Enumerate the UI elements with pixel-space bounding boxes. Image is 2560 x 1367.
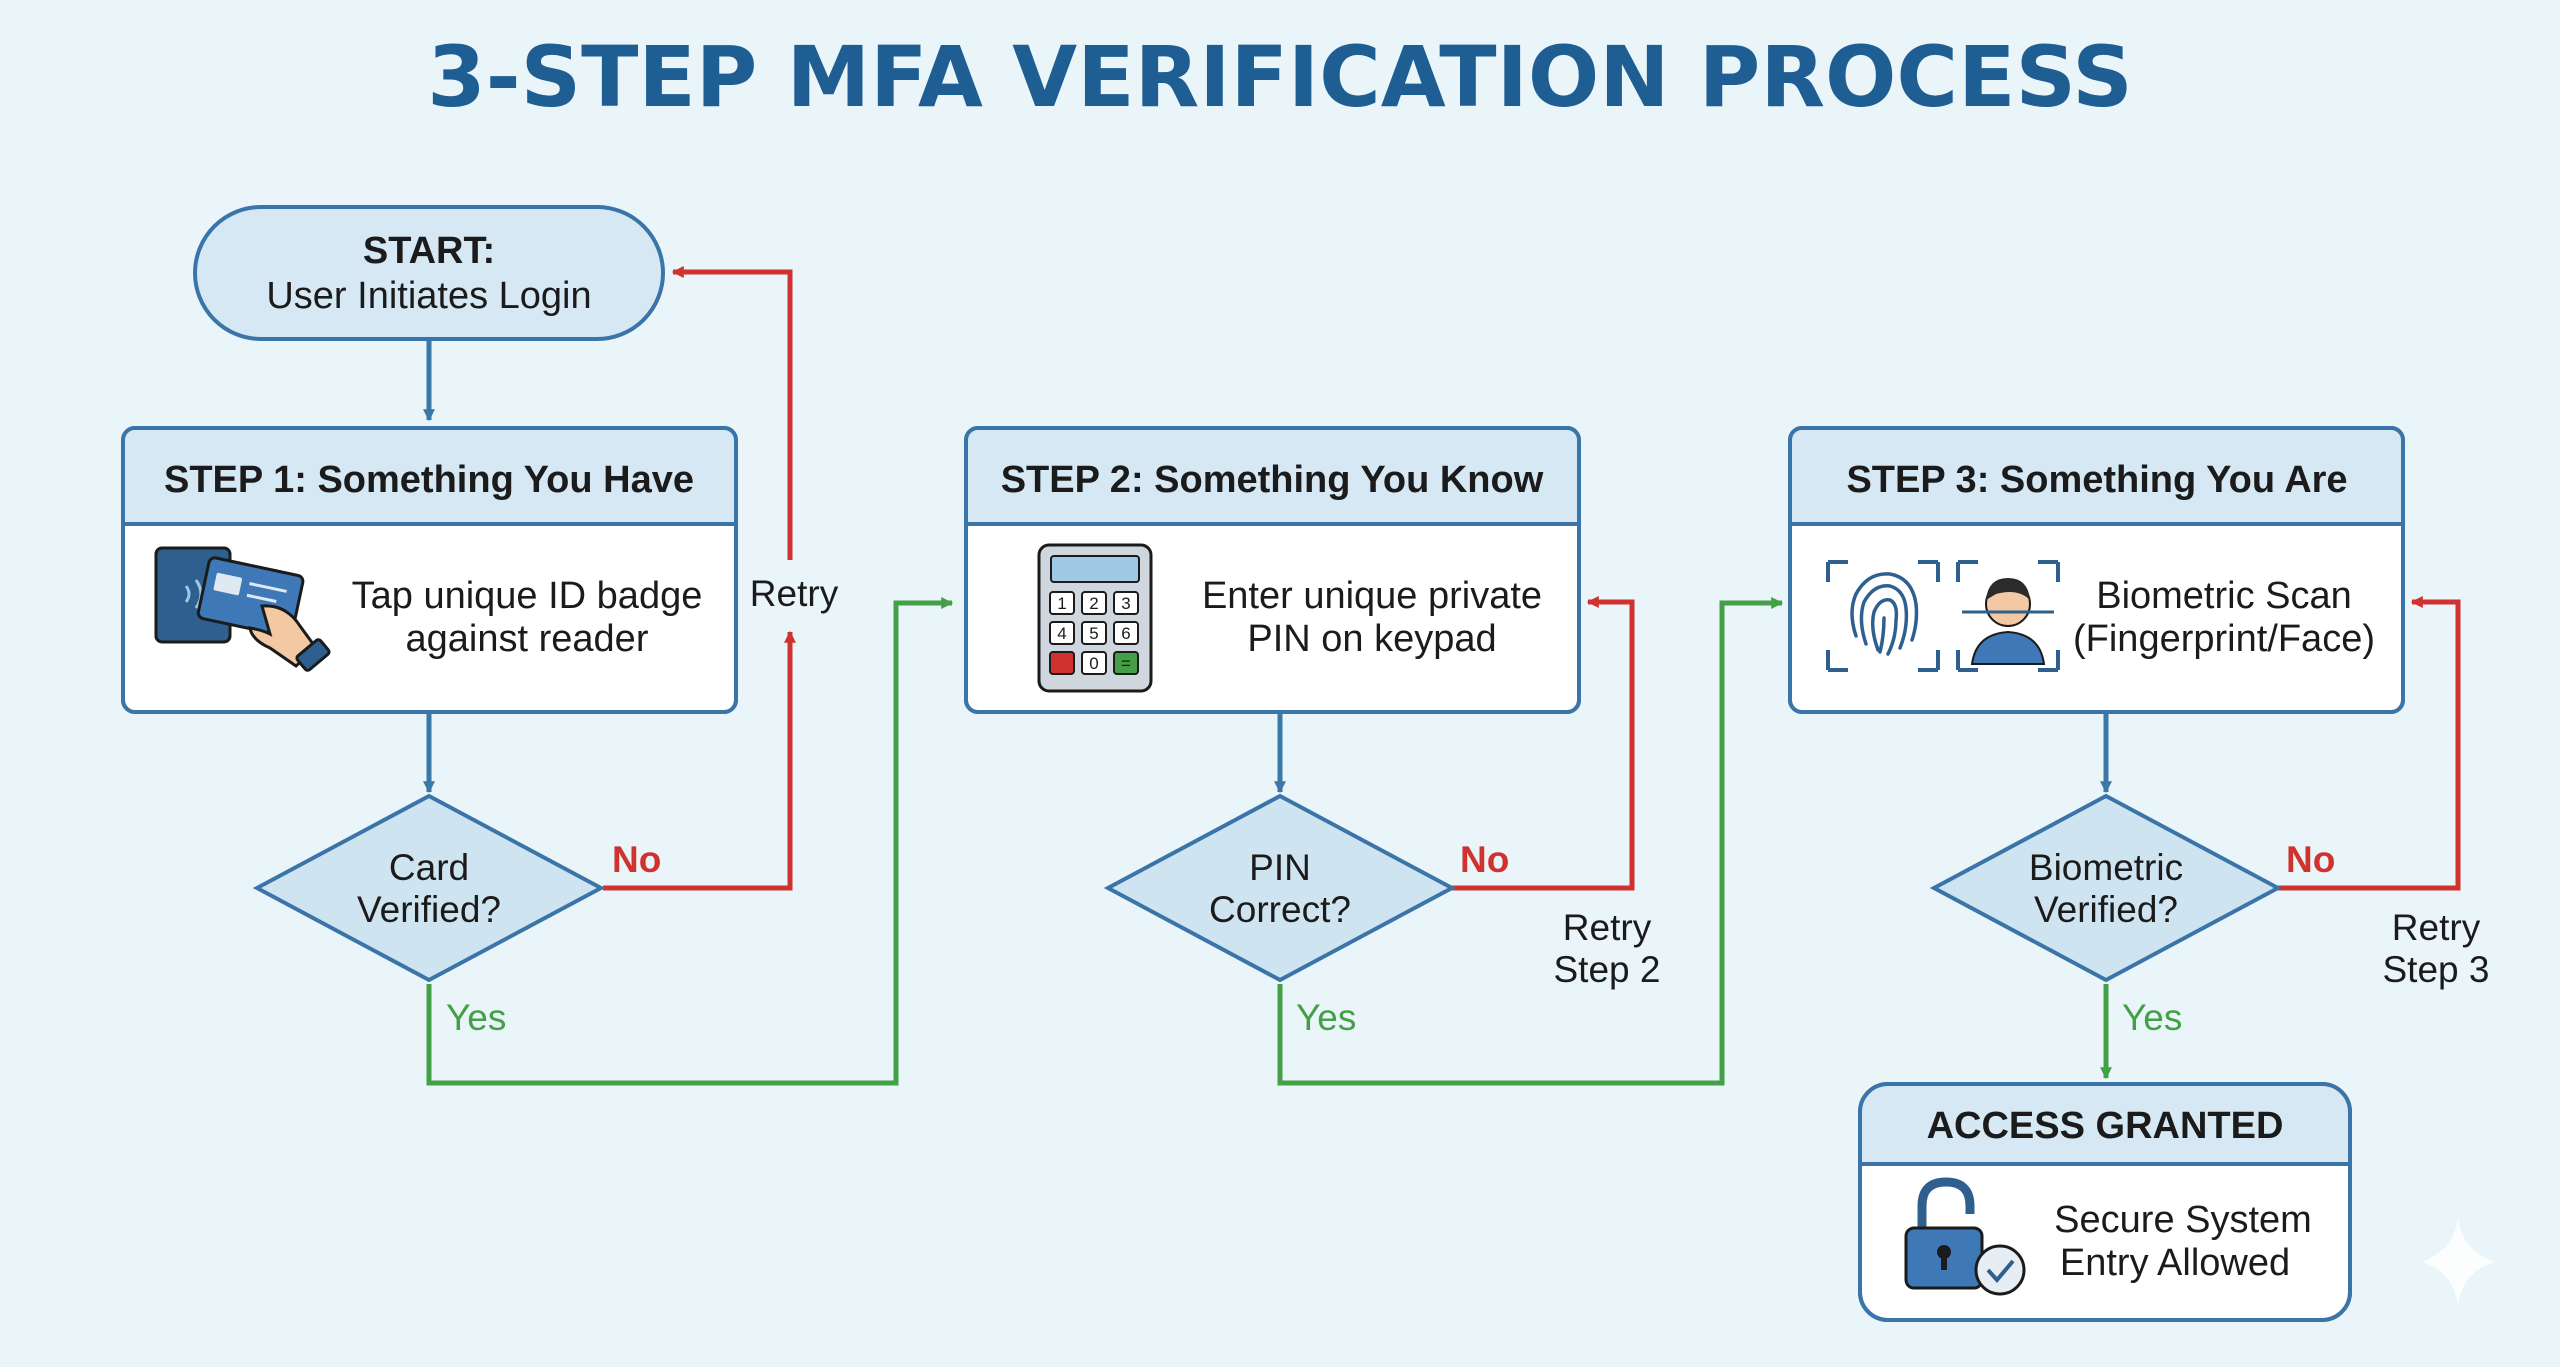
retry-label-1: Retry <box>750 573 839 614</box>
keypad-key-label: 1 <box>1057 594 1066 613</box>
retry-label-3-line2: Step 3 <box>2383 949 2490 990</box>
step1-header: STEP 1: Something You Have <box>164 459 694 501</box>
step2-description-line1: Enter unique private <box>1202 575 1542 617</box>
unlocked-padlock-icon <box>1904 1177 2026 1296</box>
page-title: 3-STEP MFA VERIFICATION PROCESS <box>427 28 2132 126</box>
start-node: START: User Initiates Login <box>193 205 665 341</box>
step3-description-line1: Biometric Scan <box>2096 575 2352 617</box>
start-label: START: <box>363 230 495 272</box>
arrow-yes-to-step3 <box>1277 597 1784 1086</box>
keypad-key-label: 5 <box>1089 624 1098 643</box>
keypad-key <box>1049 591 1075 615</box>
step1-description-line2: against reader <box>406 618 649 660</box>
keypad-key <box>1113 621 1139 645</box>
retry-label-2-line2: Step 2 <box>1554 949 1661 990</box>
keypad-key-label: 4 <box>1057 624 1066 643</box>
step3-header: STEP 3: Something You Are <box>1846 459 2347 501</box>
step3-box: STEP 3: Something You Are Biometric Scan… <box>1788 426 2405 714</box>
no-label-1: No <box>612 839 661 880</box>
arrow-yes-to-step2 <box>426 597 954 1086</box>
arrow-no-retry-step2 <box>1452 596 1635 891</box>
step3-description-line2: (Fingerprint/Face) <box>2073 618 2375 660</box>
keypad-key <box>1081 651 1107 675</box>
keypad-key-label: 6 <box>1121 624 1130 643</box>
yes-label-2: Yes <box>1296 997 1356 1038</box>
step2-header: STEP 2: Something You Know <box>1001 459 1544 501</box>
step1-box: STEP 1: Something You Have Tap unique ID… <box>121 426 738 714</box>
retry-label-3-line1: Retry <box>2392 907 2481 948</box>
decision3-line2: Verified? <box>2034 889 2178 930</box>
arrow-no-retry-step1 <box>603 630 796 891</box>
decision1-line1: Card <box>389 847 469 888</box>
no-label-3: No <box>2286 839 2335 880</box>
keypad-key-label: 3 <box>1121 594 1130 613</box>
decision2-line1: PIN <box>1249 847 1311 888</box>
access-description-line2: Entry Allowed <box>2060 1242 2290 1284</box>
fingerprint-scan-icon <box>1826 560 1940 672</box>
step2-box: STEP 2: Something You Know 1 2 3 4 5 6 0 = Ente… <box>964 426 1581 714</box>
decision3-line1: Biometric <box>2029 847 2183 888</box>
decision1-line2: Verified? <box>357 889 501 930</box>
decision-card-verified: Card Verified? <box>252 793 606 983</box>
yes-label-1: Yes <box>446 997 506 1038</box>
retry-label-2-line1: Retry <box>1563 907 1652 948</box>
keypad-key-label: 2 <box>1089 594 1098 613</box>
keypad-key <box>1113 651 1139 675</box>
access-header: ACCESS GRANTED <box>1927 1105 2284 1147</box>
id-card-tap-icon <box>154 546 331 672</box>
sparkle-icon <box>2422 1218 2494 1306</box>
keypad-icon: 1 2 3 4 5 6 0 = <box>1037 543 1153 693</box>
decision-pin-correct: PIN Correct? <box>1103 793 1457 983</box>
start-description: User Initiates Login <box>266 275 591 317</box>
keypad-key-label: = <box>1121 654 1131 673</box>
arrow-retry-to-start <box>671 266 793 560</box>
keypad-key-label: 0 <box>1089 654 1098 673</box>
yes-label-3: Yes <box>2122 997 2182 1038</box>
keypad-key <box>1081 621 1107 645</box>
step2-description-line2: PIN on keypad <box>1247 618 1496 660</box>
keypad-key <box>1113 591 1139 615</box>
arrow-no-retry-step3 <box>2278 596 2461 891</box>
no-label-2: No <box>1460 839 1509 880</box>
face-scan-icon <box>1956 560 2060 672</box>
keypad-key <box>1049 651 1075 675</box>
keypad-key <box>1049 621 1075 645</box>
decision-biometric-verified: Biometric Verified? <box>1929 793 2283 983</box>
decision2-line2: Correct? <box>1209 889 1351 930</box>
keypad-key <box>1081 591 1107 615</box>
access-description-line1: Secure System <box>2054 1199 2312 1241</box>
access-granted-box: ACCESS GRANTED Secure System Entry Allow… <box>1858 1082 2352 1322</box>
step1-description-line1: Tap unique ID badge <box>352 575 703 617</box>
